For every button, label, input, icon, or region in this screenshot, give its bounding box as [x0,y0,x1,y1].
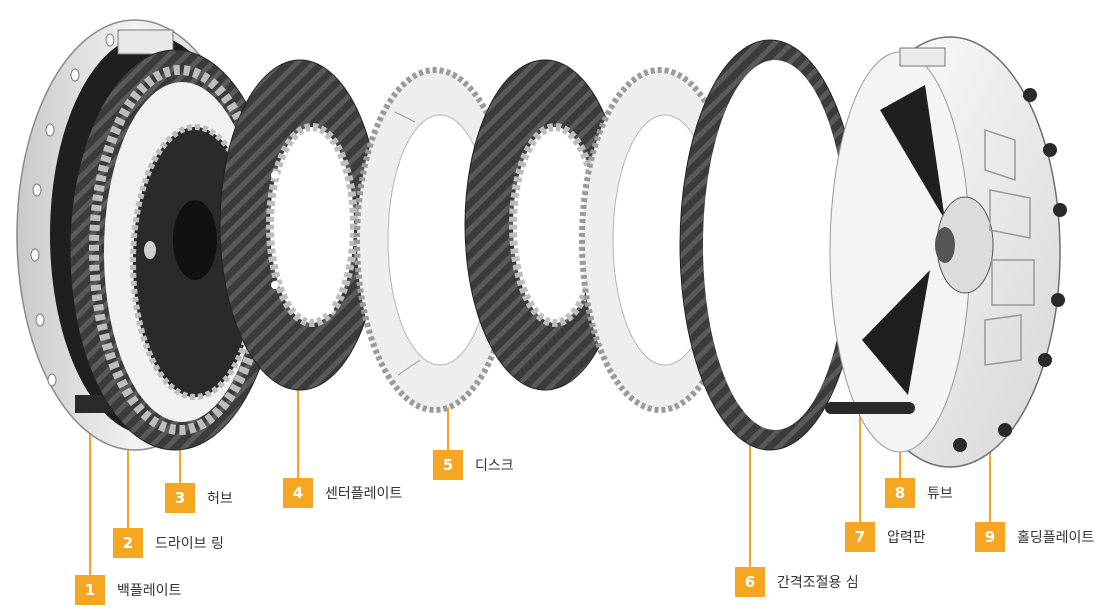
part-number-badge: 8 [885,478,915,508]
part-label: 압력판 [887,530,926,546]
part-label: 허브 [207,491,233,507]
part-number-badge: 9 [975,522,1005,552]
part-label: 튜브 [927,486,953,502]
spacer-shim-part [679,39,861,451]
part-number-badge: 2 [113,528,143,558]
part-number-badge: 5 [433,450,463,480]
center-plate-secondary [464,59,626,391]
part-label: 백플레이트 [117,583,182,599]
part-label: 디스크 [475,458,514,474]
part-label: 드라이브 링 [155,536,224,552]
callout-disc: 5 디스크 [433,450,514,480]
part-label: 센터플레이트 [325,486,403,502]
part-number-badge: 7 [845,522,875,552]
pressure-plate-assembly [825,36,1067,468]
part-number-badge: 4 [283,478,313,508]
callout-drive-ring: 2 드라이브 링 [113,528,224,558]
callout-center-plate: 4 센터플레이트 [283,478,402,508]
part-label: 간격조절용 심 [777,575,859,591]
callout-hub: 3 허브 [165,483,233,513]
part-number-badge: 3 [165,483,195,513]
callout-holding-plate: 9 홀딩플레이트 [975,522,1094,552]
part-label: 홀딩플레이트 [1017,530,1095,546]
callout-spacer-shim: 6 간격조절용 심 [735,567,859,597]
callout-backplate: 1 백플레이트 [75,575,181,605]
center-plate-part [219,59,381,391]
part-number-badge: 1 [75,575,105,605]
callout-tube: 8 튜브 [885,478,953,508]
part-number-badge: 6 [735,567,765,597]
callout-pressure-plate: 7 압력판 [845,522,926,552]
